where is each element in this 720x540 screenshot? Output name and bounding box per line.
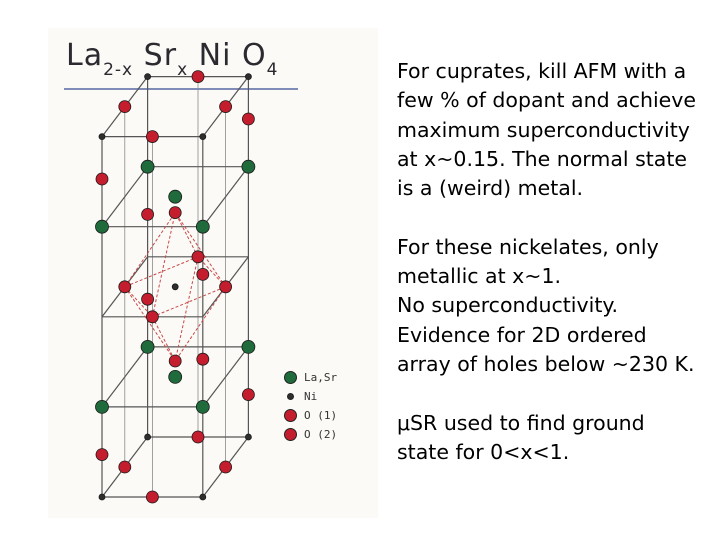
oxygen-atom — [191, 430, 205, 444]
legend-item-o1: O (1) — [284, 406, 337, 425]
oxygen-atom — [219, 460, 233, 474]
green-circle-icon — [284, 371, 297, 384]
octahedron-bonds — [124, 212, 227, 362]
ni-atom — [244, 433, 252, 441]
red-circle-icon — [284, 409, 297, 422]
small-black-dot-icon — [287, 393, 294, 400]
octahedron-bond — [124, 256, 199, 288]
oxygen-atom — [241, 388, 255, 402]
text-line: μSR used to find ground — [397, 410, 645, 435]
oxygen-atom — [219, 100, 233, 113]
atoms — [95, 70, 256, 504]
ni-atom — [199, 493, 207, 501]
title-sr-subscript: x — [177, 60, 189, 80]
legend-item-o2: O (2) — [284, 425, 337, 444]
oxygen-atom — [168, 206, 182, 220]
la-sr-atom — [168, 369, 183, 384]
text-line: metallic at x~1. — [397, 264, 562, 289]
oxygen-atom — [191, 250, 205, 264]
oxygen-atom — [141, 207, 155, 221]
text-line: For these nickelates, only — [397, 234, 659, 259]
oxygen-atom — [95, 172, 109, 186]
legend-label: O (1) — [304, 409, 338, 422]
oxygen-atom — [118, 100, 132, 113]
paragraph-cuprates: For cuprates, kill AFM with a few % of d… — [397, 57, 717, 203]
title-la-subscript: 2-x — [103, 60, 134, 80]
oxygen-atom — [95, 448, 109, 462]
oxygen-atom — [118, 280, 132, 294]
title-o-subscript: 4 — [266, 60, 279, 80]
text-line: For cuprates, kill AFM with a — [397, 59, 687, 83]
oxygen-atom — [141, 292, 155, 306]
text-line: few % of dopant and achieve — [397, 88, 697, 113]
oxygen-atom — [145, 130, 159, 144]
octahedron-bond — [152, 286, 226, 318]
oxygen-atom — [241, 112, 255, 126]
octahedron-bond — [197, 256, 226, 288]
ni-atom — [199, 133, 207, 141]
cell-plane-edge — [202, 166, 249, 228]
cell-plane-edge — [202, 346, 249, 408]
text-line: state for 0<x<1. — [397, 439, 570, 464]
legend-item-la-sr: La,Sr — [284, 368, 337, 387]
octahedron-bond — [174, 286, 227, 362]
ni-atom — [144, 433, 152, 441]
legend-label: La,Sr — [304, 371, 338, 384]
text-line: No superconductivity. — [397, 293, 619, 318]
ni-atom — [98, 133, 106, 141]
la-sr-atom — [95, 399, 109, 414]
ni-atom — [244, 73, 252, 80]
octahedron-bond — [124, 212, 176, 288]
oxygen-atom — [196, 267, 210, 281]
figure-title: La2-x Srx Ni O4 — [66, 38, 278, 80]
text-line: at x~0.15. The normal state — [397, 146, 688, 171]
text-line: is a (weird) metal. — [397, 176, 584, 201]
paragraph-musr: μSR used to find ground state for 0<x<1. — [397, 409, 717, 468]
oxygen-atom — [118, 460, 132, 474]
octahedron-bond — [124, 286, 153, 318]
red-circle-icon — [284, 428, 297, 441]
oxygen-atom — [168, 354, 182, 368]
la-sr-atom — [168, 189, 183, 204]
legend-label: Ni — [304, 390, 318, 403]
la-sr-atom — [195, 219, 210, 234]
la-sr-atom — [195, 399, 210, 414]
la-sr-atom — [140, 159, 155, 174]
octahedron-bond — [151, 316, 176, 362]
ni-atom — [144, 73, 152, 80]
oxygen-atom — [196, 352, 210, 366]
octahedron-bond — [174, 256, 199, 362]
oxygen-atom — [145, 490, 159, 504]
la-sr-atom — [241, 339, 256, 354]
ni-atom — [171, 283, 179, 291]
cell-plane-edge — [101, 346, 149, 408]
title-underline — [64, 88, 298, 90]
ni-atom — [98, 493, 106, 501]
octahedron-bond — [174, 212, 199, 258]
slide-text: For cuprates, kill AFM with a few % of d… — [397, 57, 717, 496]
title-o: O — [242, 38, 267, 73]
title-sr: Sr — [143, 38, 178, 73]
oxygen-atom — [191, 70, 205, 83]
title-ni: Ni — [198, 38, 232, 73]
paragraph-nickelates: For these nickelates, only metallic at x… — [397, 233, 717, 379]
atom-legend: La,Sr Ni O (1) O (2) — [284, 368, 337, 444]
la-sr-atom — [140, 339, 155, 354]
text-line: Evidence for 2D ordered — [397, 322, 647, 347]
octahedron-bond — [151, 212, 176, 317]
legend-label: O (2) — [304, 428, 338, 441]
title-la: La — [66, 38, 104, 73]
text-line: maximum superconductivity — [397, 117, 690, 142]
oxygen-atom — [145, 310, 159, 324]
crystal-structure-figure — [48, 28, 378, 518]
cell-plane-edge — [101, 166, 149, 228]
oxygen-atom — [219, 280, 233, 294]
legend-item-ni: Ni — [284, 387, 337, 406]
text-line: array of holes below ~230 K. — [397, 351, 695, 376]
la-sr-atom — [241, 159, 256, 174]
la-sr-atom — [95, 219, 109, 234]
